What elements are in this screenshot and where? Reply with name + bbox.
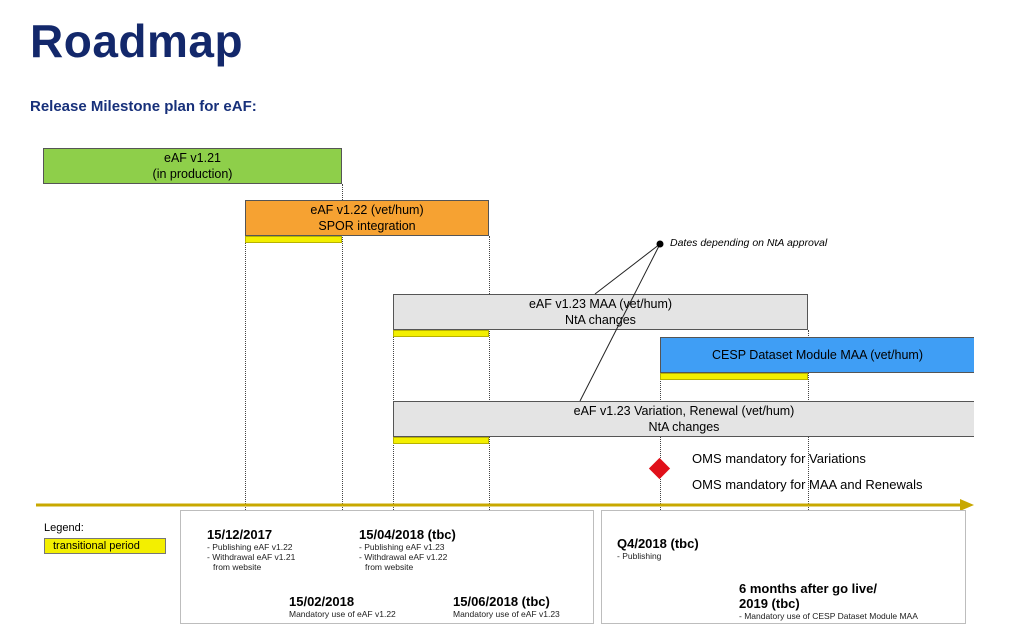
guide-line-15-02-2018	[342, 184, 343, 584]
release-bar-eaf-v1-23-variation: eAF v1.23 Variation, Renewal (vet/hum) N…	[393, 401, 974, 437]
release-bar-eaf-v1-21: eAF v1.21 (in production)	[43, 148, 342, 184]
oms-maa-label: OMS mandatory for MAA and Renewals	[692, 477, 923, 492]
transitional-period-cesp	[660, 373, 808, 380]
milestone-note: - Publishing	[617, 551, 662, 561]
milestone-date: 2019 (tbc)	[739, 596, 800, 611]
legend-transitional-period: transitional period	[44, 538, 166, 554]
bar-label: CESP Dataset Module MAA (vet/hum)	[712, 348, 923, 362]
bar-sublabel: SPOR integration	[318, 219, 416, 233]
milestone-note: Mandatory use of eAF v1.22	[289, 609, 396, 619]
transitional-period-v1-23-variation	[393, 437, 489, 444]
milestone-note: Mandatory use of eAF v1.23	[453, 609, 560, 619]
milestone-date: 15/12/2017	[207, 527, 273, 542]
milestone-date: 15/02/2018	[289, 594, 355, 609]
bar-label: eAF v1.23 MAA (vet/hum)	[528, 297, 673, 311]
bar-sublabel: NtA changes	[648, 420, 720, 434]
milestone-date: 15/06/2018 (tbc)	[453, 594, 550, 609]
bar-label: eAF v1.21	[164, 151, 221, 165]
milestone-note: from website	[213, 562, 262, 572]
guide-line-15-12-2017	[245, 236, 246, 510]
release-bar-eaf-v1-23-maa: eAF v1.23 MAA (vet/hum) NtA changes	[393, 294, 808, 330]
milestone-note: - Withdrawal eAF v1.22	[359, 552, 448, 562]
milestone-box-late-2018	[601, 510, 966, 624]
bar-sublabel: NtA changes	[565, 313, 636, 327]
milestone-15-02-2018: 15/02/2018 Mandatory use of eAF v1.22	[289, 594, 396, 619]
release-bar-eaf-v1-22: eAF v1.22 (vet/hum) SPOR integration	[245, 200, 489, 236]
transitional-period-v1-23-maa	[393, 330, 489, 337]
milestone-date: 15/04/2018 (tbc)	[359, 527, 456, 542]
milestone-q4-2018: Q4/2018 (tbc) - Publishing	[617, 536, 699, 561]
bar-label: eAF v1.22 (vet/hum)	[310, 203, 424, 217]
page-subtitle: Release Milestone plan for eAF:	[30, 98, 257, 115]
milestone-15-06-2018: 15/06/2018 (tbc) Mandatory use of eAF v1…	[453, 594, 560, 619]
milestone-note: - Mandatory use of CESP Dataset Module M…	[739, 611, 918, 621]
bar-sublabel: (in production)	[152, 167, 233, 181]
bar-label: eAF v1.23 Variation, Renewal (vet/hum)	[573, 404, 795, 418]
milestone-note: - Withdrawal eAF v1.21	[207, 552, 296, 562]
nta-note: Dates depending on NtA approval	[670, 237, 828, 249]
milestone-note: - Publishing eAF v1.23	[359, 542, 445, 552]
release-bar-cesp-dataset-module: CESP Dataset Module MAA (vet/hum)	[660, 337, 974, 373]
milestone-box-2018	[180, 510, 594, 624]
milestone-15-04-2018: 15/04/2018 (tbc) - Publishing eAF v1.23 …	[359, 527, 456, 572]
page-title: Roadmap	[30, 15, 244, 67]
milestone-note: - Publishing eAF v1.22	[207, 542, 293, 552]
legend-label: Legend:	[44, 522, 84, 534]
milestone-date: 6 months after go live/	[739, 581, 877, 596]
guide-line-q4-2018	[660, 373, 661, 510]
milestone-go-live: 6 months after go live/ 2019 (tbc) - Man…	[739, 581, 918, 621]
transitional-period-v1-22	[245, 236, 342, 243]
guide-line-go-live	[808, 330, 809, 580]
milestone-note: from website	[365, 562, 414, 572]
milestone-date: Q4/2018 (tbc)	[617, 536, 699, 551]
milestone-15-12-2017: 15/12/2017 - Publishing eAF v1.22 - With…	[207, 527, 295, 572]
oms-variations-label: OMS mandatory for Variations	[692, 451, 866, 466]
